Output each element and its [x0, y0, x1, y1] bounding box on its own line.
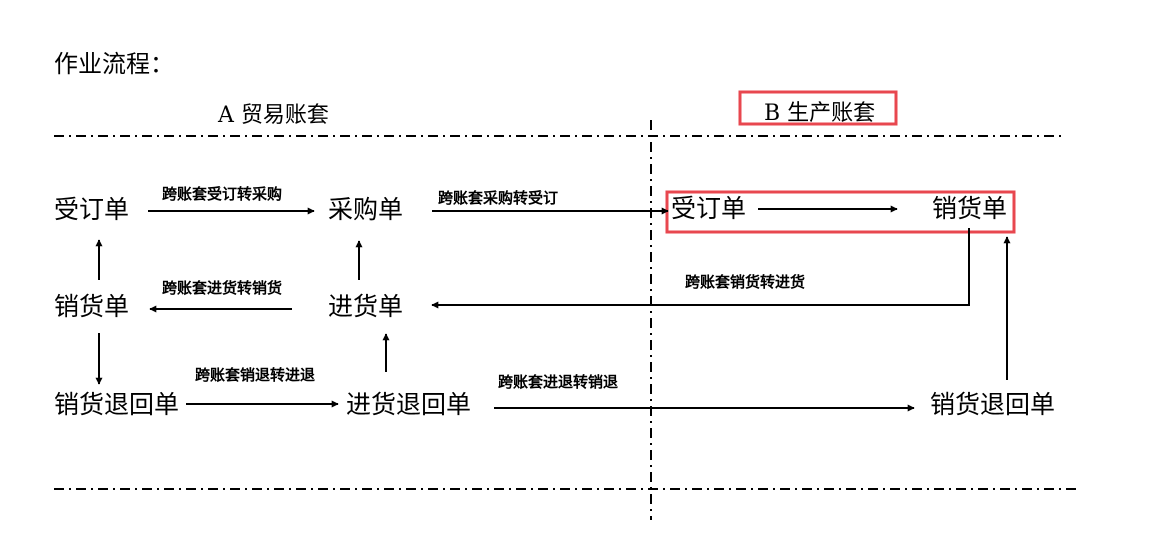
node-a-purchase-return: 进货退回单 — [346, 390, 472, 419]
node-a-sales-return: 销货退回单 — [54, 390, 180, 419]
node-b-sales-return: 销货退回单 — [930, 390, 1056, 419]
edge-label-salesret-to-purret: 跨账套销退转进退 — [195, 366, 316, 384]
edge-label-purchase-to-order: 跨账套采购转受订 — [438, 189, 559, 207]
edge-label-receipt-to-sales: 跨账套进货转销货 — [162, 279, 283, 297]
section-a-title: A 贸易账套 — [218, 103, 329, 128]
node-a-order: 受订单 — [54, 195, 130, 224]
edge-label-purret-to-salesret: 跨账套进退转销退 — [498, 373, 619, 391]
highlight-box-b-title — [738, 90, 898, 126]
edge-label-order-to-purchase: 跨账套受订转采购 — [162, 185, 283, 203]
node-a-sales: 销货单 — [54, 292, 130, 321]
section-b-title: B 生产账套 — [764, 101, 876, 126]
node-a-purchase: 采购单 — [328, 195, 404, 224]
node-b-sales: 销货单 — [932, 194, 1008, 223]
node-b-order: 受订单 — [671, 194, 747, 223]
edge-label-sales-to-receipt: 跨账套销货转进货 — [685, 273, 806, 291]
page-title: 作业流程： — [54, 50, 174, 78]
arrow-b-sales-to-receipt — [431, 228, 970, 309]
node-a-receipt: 进货单 — [328, 292, 404, 321]
